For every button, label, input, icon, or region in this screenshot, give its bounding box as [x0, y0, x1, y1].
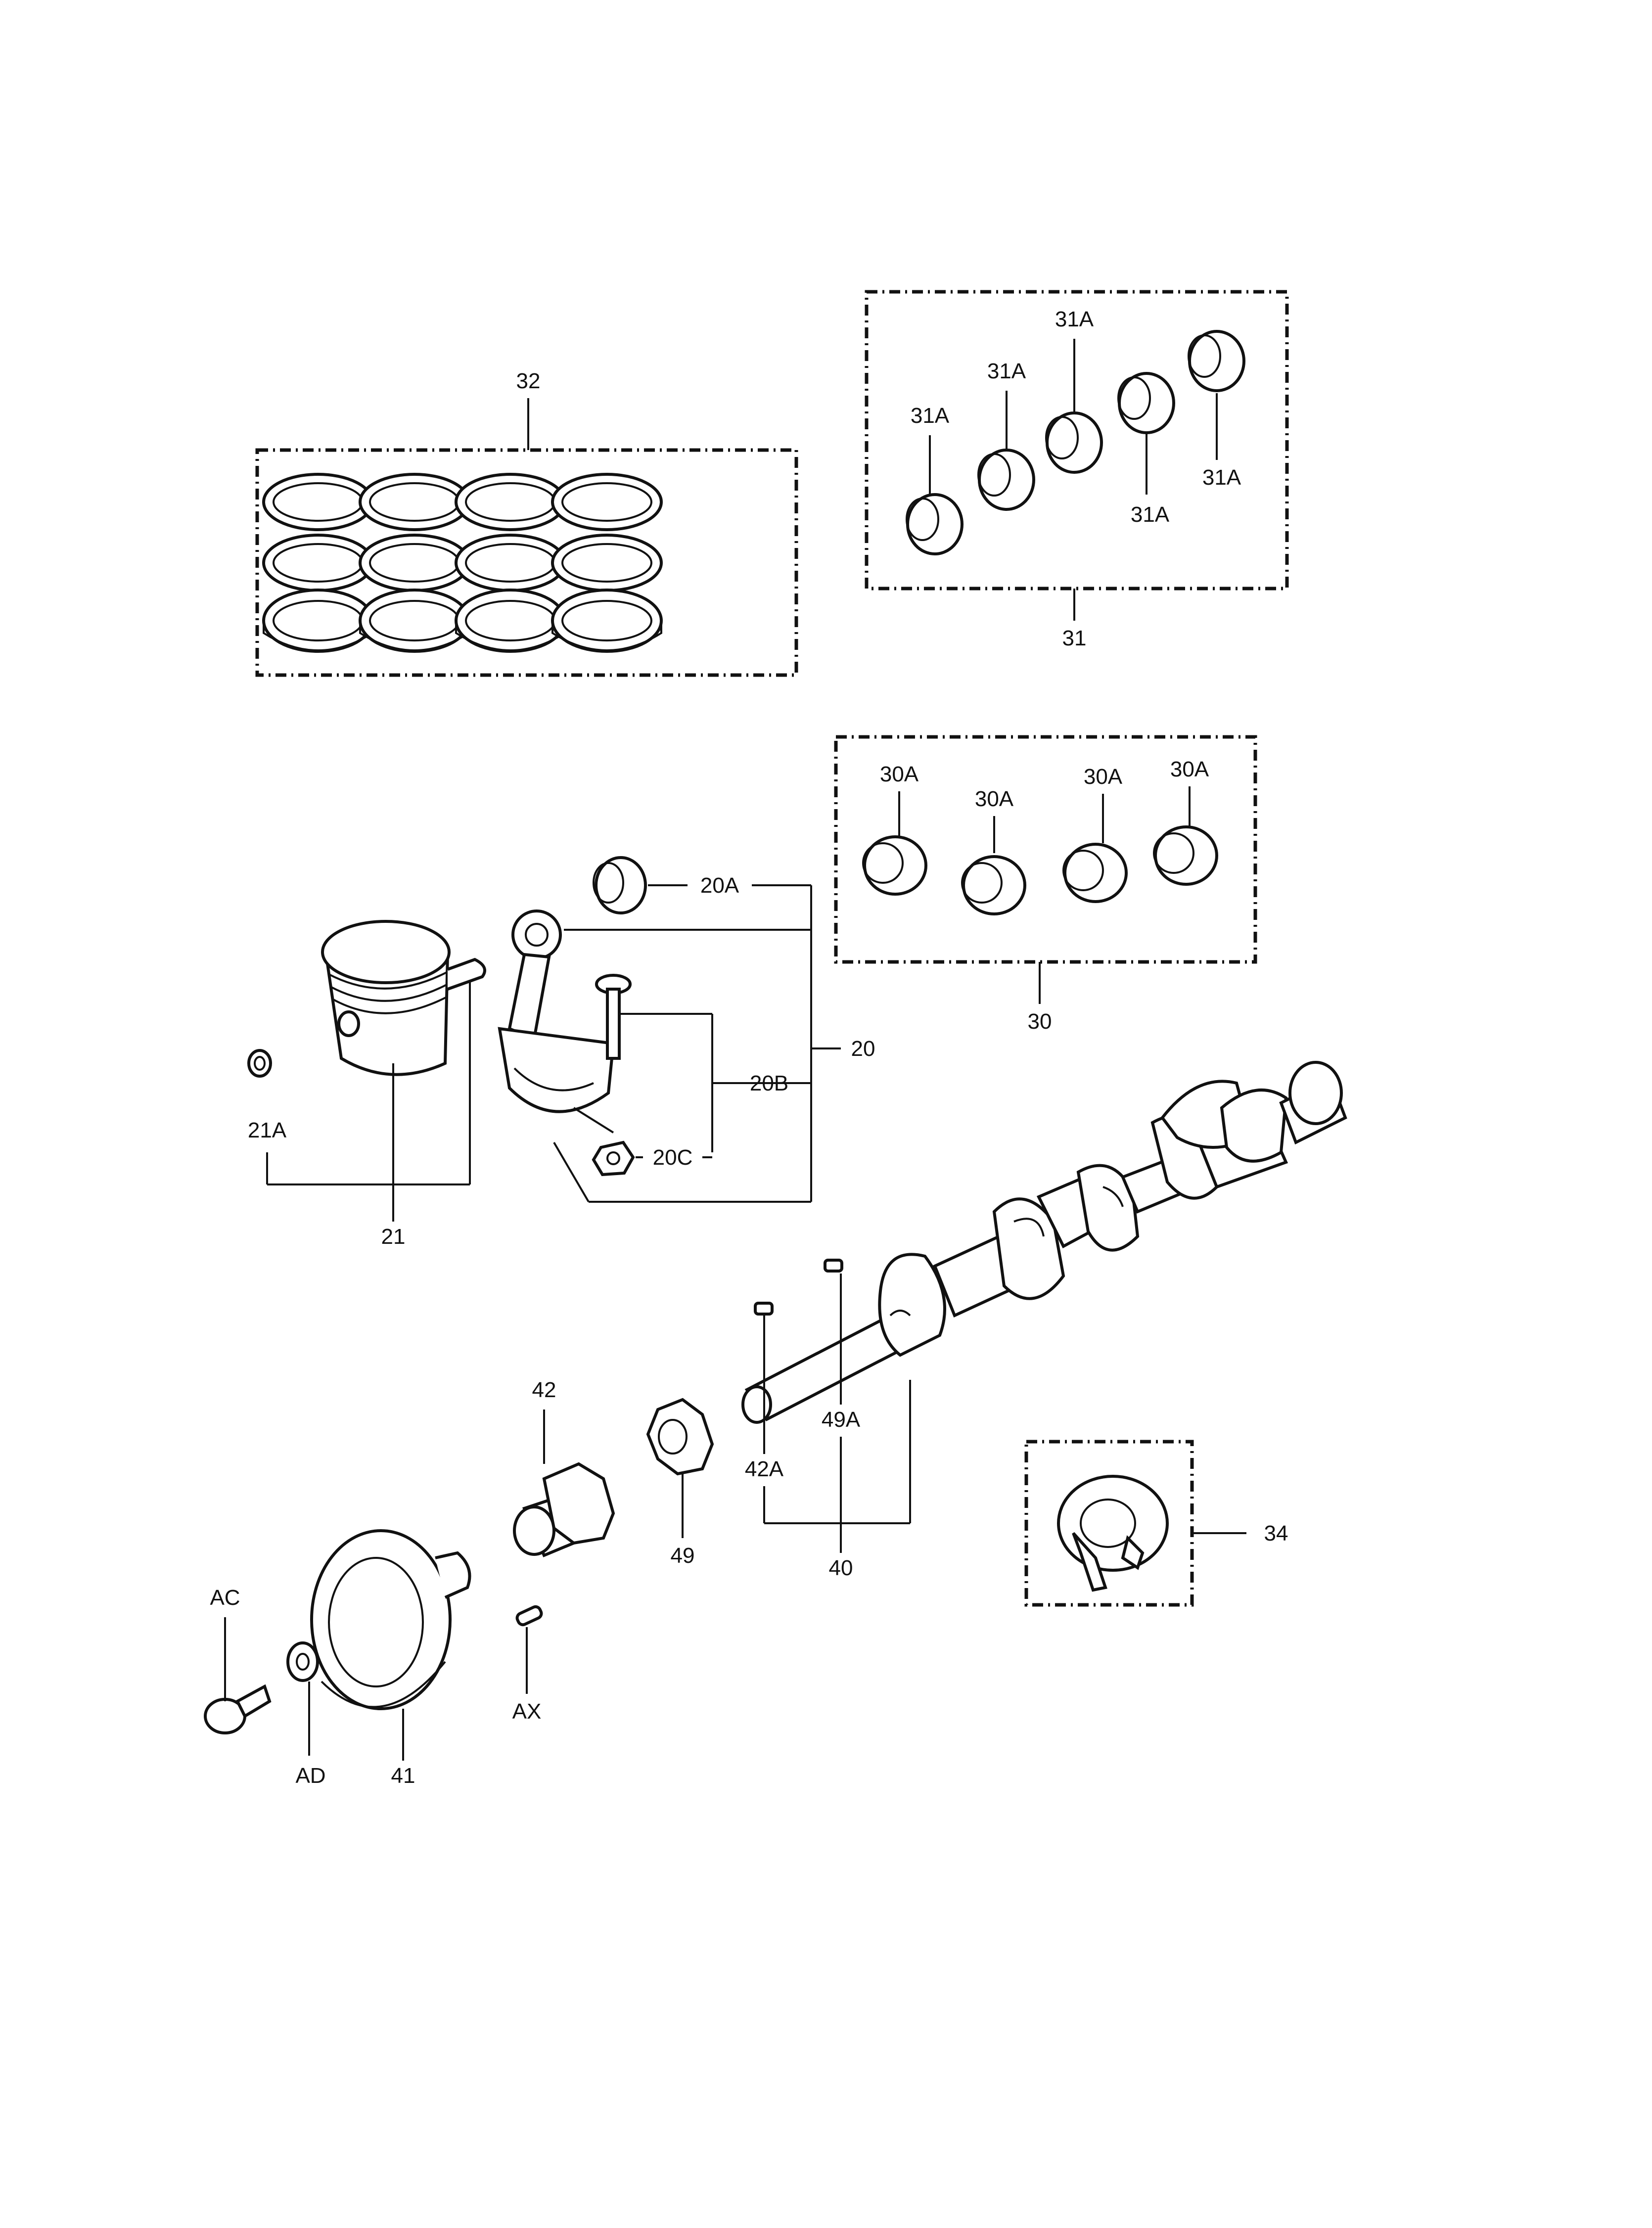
connecting-rod — [498, 909, 615, 1113]
crankshaft-assembly — [741, 1061, 1347, 1553]
thrust-bearing-group — [1024, 1440, 1246, 1607]
key-42A — [754, 1302, 774, 1454]
bearing-31A-4 — [1117, 372, 1175, 495]
piston-ring-inner — [561, 543, 652, 583]
label-42A: 42A — [745, 1457, 784, 1481]
label-20B: 20B — [750, 1071, 788, 1095]
piston-ring-set-group — [255, 398, 798, 677]
label-20C: 20C — [653, 1145, 693, 1170]
label-31: 31 — [1062, 626, 1087, 650]
label-30A-3: 30A — [1084, 765, 1123, 789]
key-49A — [824, 1259, 843, 1405]
label-AD: AD — [295, 1764, 325, 1788]
label-34: 34 — [1264, 1521, 1288, 1546]
label-31A-3: 31A — [1055, 307, 1094, 331]
thrust-washer — [1057, 1475, 1169, 1592]
oil-ring-band — [263, 621, 373, 651]
label-30A-2: 30A — [975, 787, 1014, 811]
piston — [321, 920, 486, 1076]
label-20A: 20A — [700, 873, 739, 898]
label-30A-1: 30A — [880, 762, 919, 786]
bearing-30A-2 — [961, 816, 1026, 915]
bearing-31A-2 — [977, 391, 1035, 511]
label-21: 21 — [381, 1225, 406, 1249]
piston-ring-inner — [561, 600, 652, 641]
label-AC: AC — [210, 1586, 240, 1610]
bolt-20B — [595, 974, 811, 1152]
rod-bearing-group — [834, 735, 1257, 1004]
label-AX: AX — [512, 1699, 542, 1724]
connecting-rod-assembly — [498, 856, 841, 1203]
bearing-30A-4 — [1153, 786, 1218, 886]
label-31A-4: 31A — [1131, 502, 1170, 527]
label-49: 49 — [671, 1544, 695, 1568]
label-41: 41 — [391, 1764, 415, 1788]
bushing-20A — [593, 856, 688, 914]
oil-ring-band — [359, 621, 470, 651]
gear-42 — [513, 1410, 615, 1557]
label-20: 20 — [851, 1037, 875, 1061]
label-31A-1: 31A — [911, 404, 950, 428]
bearing-31A-5 — [1188, 330, 1245, 460]
bearing-31A-3 — [1045, 339, 1103, 474]
label-42: 42 — [532, 1378, 556, 1402]
oil-ring-band — [551, 621, 662, 651]
label-21A: 21A — [248, 1118, 287, 1142]
washer-AD — [286, 1641, 319, 1756]
oil-ring-band — [455, 621, 566, 651]
label-30A-4: 30A — [1170, 757, 1209, 781]
bearing-30A-3 — [1062, 794, 1128, 903]
label-40: 40 — [829, 1556, 853, 1580]
label-31A-5: 31A — [1202, 465, 1241, 490]
piston-rings — [262, 473, 663, 653]
gear-49 — [646, 1398, 714, 1538]
pulley-41 — [310, 1529, 471, 1761]
snap-ring-21A — [247, 1049, 272, 1078]
label-49A: 49A — [822, 1408, 861, 1432]
piston-assembly — [247, 920, 486, 1222]
bearing-31A-1 — [906, 435, 964, 555]
crankshaft — [741, 1061, 1347, 1424]
label-31A-2: 31A — [987, 359, 1026, 383]
pin-AX — [515, 1605, 543, 1694]
nut-20C — [573, 1107, 712, 1177]
piston-ring — [551, 473, 663, 531]
piston-ring-inner — [561, 482, 652, 522]
label-30: 30 — [1028, 1009, 1052, 1034]
bearing-30A-1 — [862, 791, 927, 896]
main-bearing-group — [865, 290, 1289, 621]
label-32: 32 — [516, 369, 541, 393]
bolt-AC — [204, 1617, 272, 1734]
